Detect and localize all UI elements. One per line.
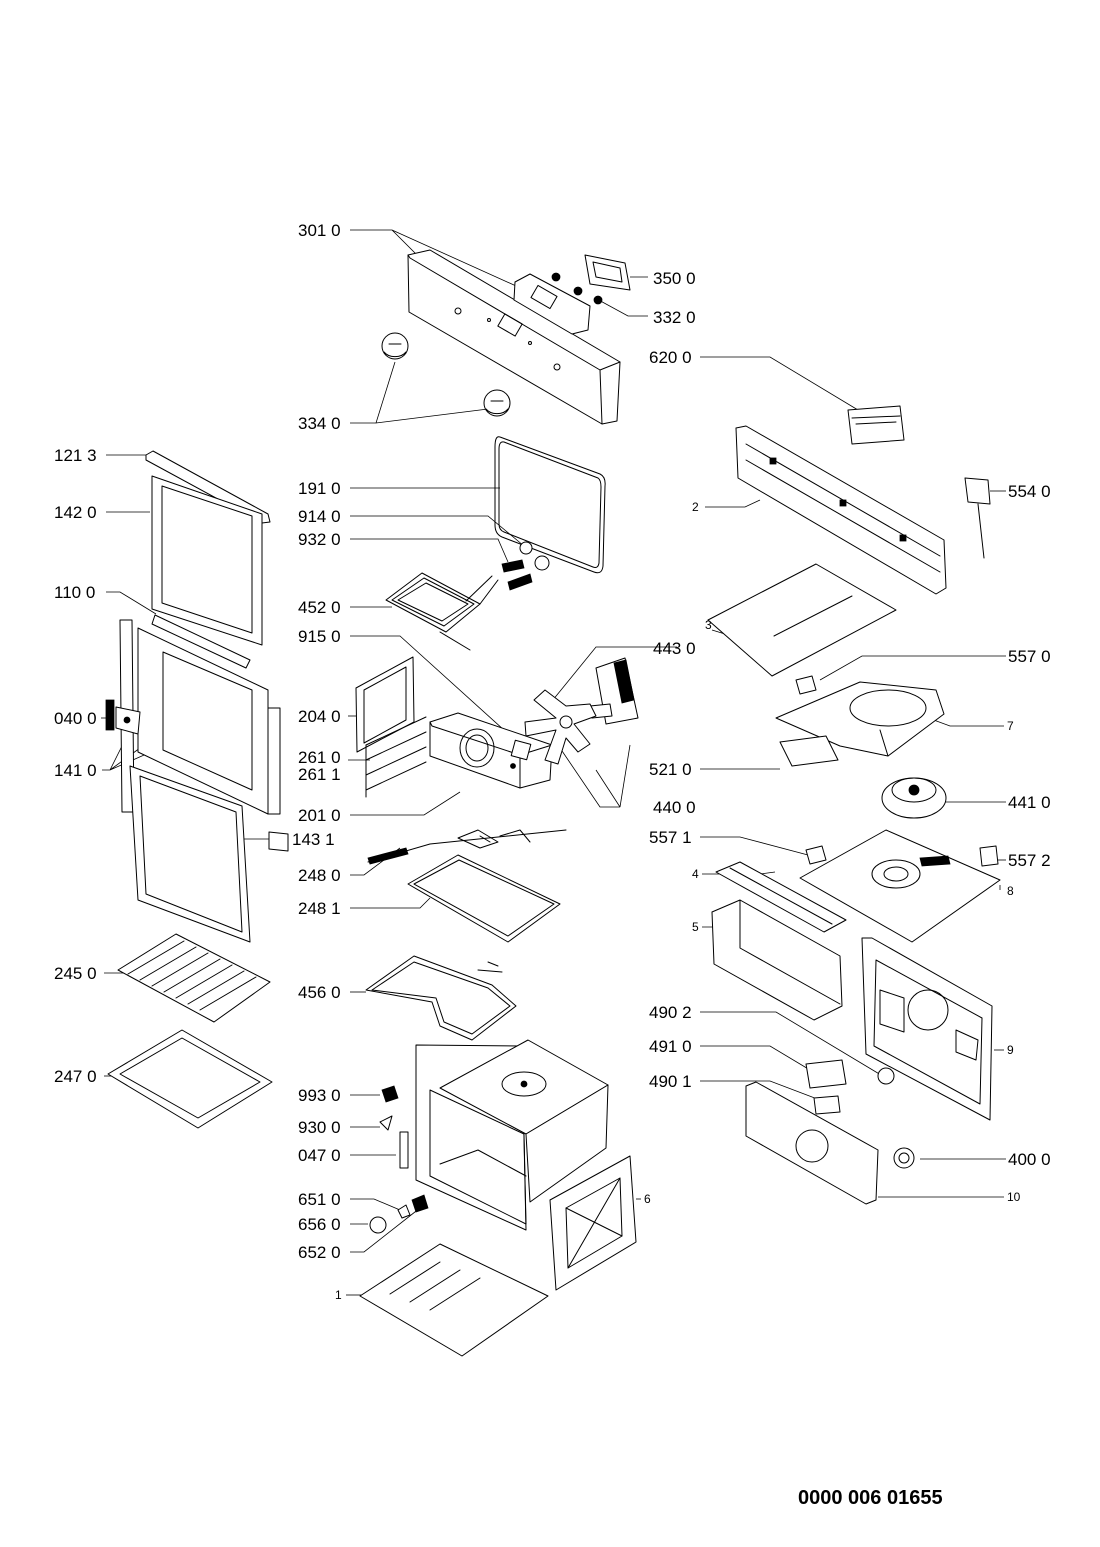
callout-10: 10 <box>1007 1190 1021 1204</box>
callout-8: 8 <box>1007 884 1014 898</box>
callout-491-0: 491 0 <box>649 1037 692 1056</box>
callout-4: 4 <box>692 867 699 881</box>
grill-element-452 <box>385 572 499 651</box>
callout-456-0: 456 0 <box>298 983 341 1002</box>
door-seal-191 <box>494 436 606 574</box>
callout-452-0: 452 0 <box>298 598 341 617</box>
callout-142-0: 142 0 <box>54 503 97 522</box>
base-panel-1 <box>359 1243 549 1357</box>
fan-motor-443 <box>589 657 639 725</box>
callout-248-1: 248 1 <box>298 899 341 918</box>
back-frame-6 <box>549 1155 637 1291</box>
callout-2: 2 <box>692 500 699 514</box>
callout-490-2: 490 2 <box>649 1003 692 1022</box>
callout-350-0: 350 0 <box>653 269 696 288</box>
callout-915-0: 915 0 <box>298 627 341 646</box>
display-board-332 <box>513 272 603 335</box>
control-knobs-334 <box>381 332 511 417</box>
side-runners-204-261 <box>355 656 427 798</box>
callout-490-1: 490 1 <box>649 1072 692 1091</box>
callout-204-0: 204 0 <box>298 707 341 726</box>
callout-443-0: 443 0 <box>653 639 696 658</box>
callout-261-1: 261 1 <box>298 765 341 784</box>
document-number: 0000 006 01655 <box>798 1487 943 1509</box>
callout-201-0: 201 0 <box>298 806 341 825</box>
rear-panel-9 <box>861 937 993 1121</box>
callout-557-1: 557 1 <box>649 828 692 847</box>
thermostat-554 <box>964 477 991 559</box>
fan-blade-440 <box>510 689 597 765</box>
thermal-switch-557 <box>795 675 999 867</box>
lamp-parts-914-932 <box>501 541 550 591</box>
programmer-350 <box>584 254 631 291</box>
callout-440-0: 440 0 <box>653 798 696 817</box>
callout-191-0: 191 0 <box>298 479 341 498</box>
callout-248-0: 248 0 <box>298 866 341 885</box>
callout-557-2: 557 2 <box>1008 851 1051 870</box>
callout-334-0: 334 0 <box>298 414 341 433</box>
baking-tray-247 <box>107 1029 273 1129</box>
cavity-fittings-993-930 <box>379 1085 399 1131</box>
thermal-cutout-620 <box>847 405 905 445</box>
rotisserie-frame-248-1 <box>407 854 561 943</box>
callout-143-1: 143 1 <box>292 830 335 849</box>
rear-frame-10 <box>745 1081 879 1205</box>
callout-930-0: 930 0 <box>298 1118 341 1137</box>
callout-3: 3 <box>705 618 712 632</box>
callout-400-0: 400 0 <box>1008 1150 1051 1169</box>
lamp-holder-521 <box>779 735 839 767</box>
callout-121-3: 121 3 <box>54 446 97 465</box>
top-frame-2 <box>735 425 947 595</box>
callout-1: 1 <box>335 1288 342 1302</box>
callout-9: 9 <box>1007 1043 1014 1057</box>
callout-332-0: 332 0 <box>653 308 696 327</box>
callout-521-0: 521 0 <box>649 760 692 779</box>
callout-7: 7 <box>1007 719 1014 733</box>
callout-554-0: 554 0 <box>1008 482 1051 501</box>
oven-cavity <box>399 1039 609 1231</box>
callout-247-0: 247 0 <box>54 1067 97 1086</box>
callout-441-0: 441 0 <box>1008 793 1051 812</box>
door-assembly <box>105 450 289 943</box>
fan-cover-7 <box>775 681 945 757</box>
rotisserie-248 <box>367 829 567 865</box>
callout-993-0: 993 0 <box>298 1086 341 1105</box>
callout-047-0: 047 0 <box>298 1146 341 1165</box>
callout-141-0: 141 0 <box>54 761 97 780</box>
callout-652-0: 652 0 <box>298 1243 341 1262</box>
callout-245-0: 245 0 <box>54 964 97 983</box>
callout-620-0: 620 0 <box>649 348 692 367</box>
duct-plate-8 <box>799 829 1001 943</box>
callout-656-0: 656 0 <box>298 1215 341 1234</box>
callout-301-0: 301 0 <box>298 221 341 240</box>
callout-651-0: 651 0 <box>298 1190 341 1209</box>
callout-261-0: 261 0 <box>298 748 341 767</box>
circular-element-456 <box>365 955 517 1041</box>
callout-6: 6 <box>644 1192 651 1206</box>
callout-040-0: 040 0 <box>54 709 97 728</box>
lamp-assembly-651-656-652 <box>369 1194 429 1234</box>
wire-rack-245 <box>117 933 271 1023</box>
control-panel-fascia <box>407 249 621 425</box>
callout-914-0: 914 0 <box>298 507 341 526</box>
top-panel-3 <box>707 563 897 677</box>
rail-4 <box>715 861 847 933</box>
callout-557-0: 557 0 <box>1008 647 1051 666</box>
side-panel-5 <box>711 899 843 1021</box>
callout-932-0: 932 0 <box>298 530 341 549</box>
cooling-fan-441 <box>881 777 947 819</box>
callout-5: 5 <box>692 920 699 934</box>
callout-110-0: 110 0 <box>54 583 96 602</box>
fan-motor-400 <box>893 1147 915 1169</box>
switch-parts-490-491 <box>805 1059 895 1115</box>
